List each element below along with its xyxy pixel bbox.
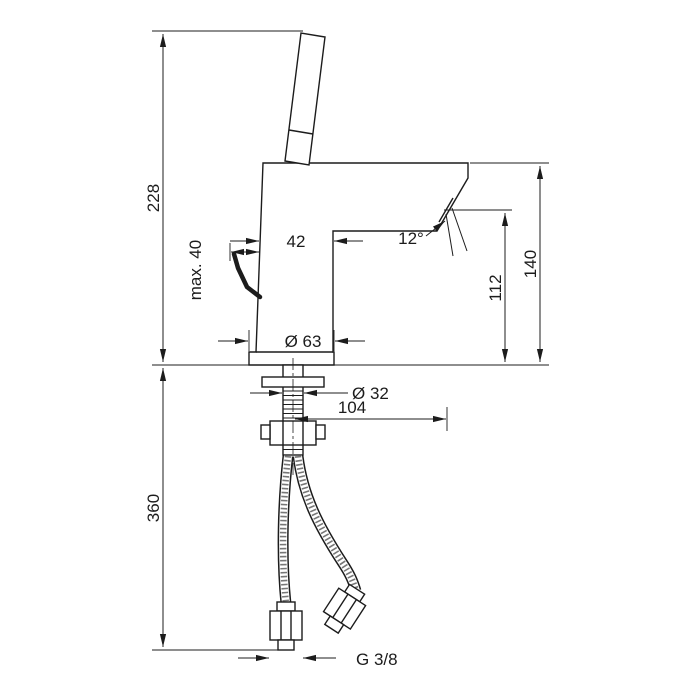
left-fitting-stub — [277, 639, 295, 651]
faucet-body — [248, 162, 469, 366]
dim-connection-thread-label: G 3/8 — [356, 650, 398, 669]
extension-lines — [152, 30, 549, 651]
dimension-lines — [159, 34, 544, 662]
mounting-hardware — [260, 358, 326, 475]
left-hose-braid — [279, 455, 292, 605]
supply-hoses — [269, 455, 367, 651]
nut-lug-left — [260, 424, 271, 440]
right-hose-braid — [294, 455, 360, 592]
nut-lug-right — [315, 424, 326, 440]
spray-line-angled — [451, 207, 468, 252]
dim-shank-diameter-label: Ø 32 — [352, 384, 389, 403]
dimension-labels: 228 360 max. 40 112 140 42 12° Ø 63 Ø 32… — [144, 184, 540, 669]
right-hose-fitting — [322, 583, 367, 635]
dim-total-height-label: 228 — [144, 184, 163, 212]
dim-base-diameter-label: Ø 63 — [285, 332, 322, 351]
dim-spout-reach-label: 104 — [338, 398, 366, 417]
left-fitting-collar — [276, 601, 296, 612]
dim-spout-width-label: 42 — [287, 232, 306, 251]
right-fitting-stub — [323, 615, 345, 635]
handle-joint-line — [288, 129, 314, 135]
body-spout-outline — [248, 162, 469, 366]
left-hose-fitting — [269, 601, 303, 651]
dim-outlet-height-label: 112 — [486, 274, 505, 301]
dim-spray-angle-label: 12° — [398, 229, 424, 248]
dim-hose-drop-label: 360 — [144, 494, 163, 522]
dim-spout-top-height-label: 140 — [521, 250, 540, 278]
dim-handle-clearance-label: max. 40 — [186, 240, 205, 300]
handle-lever — [284, 32, 326, 166]
right-fitting-facet-b — [340, 599, 357, 624]
left-fitting-nut — [269, 610, 303, 641]
popup-rod-lever — [231, 251, 263, 300]
joystick-handle — [284, 32, 326, 166]
right-fitting-facet-a — [332, 593, 349, 619]
leader-spray-angle — [425, 220, 446, 237]
spray-line-vertical — [445, 213, 454, 257]
